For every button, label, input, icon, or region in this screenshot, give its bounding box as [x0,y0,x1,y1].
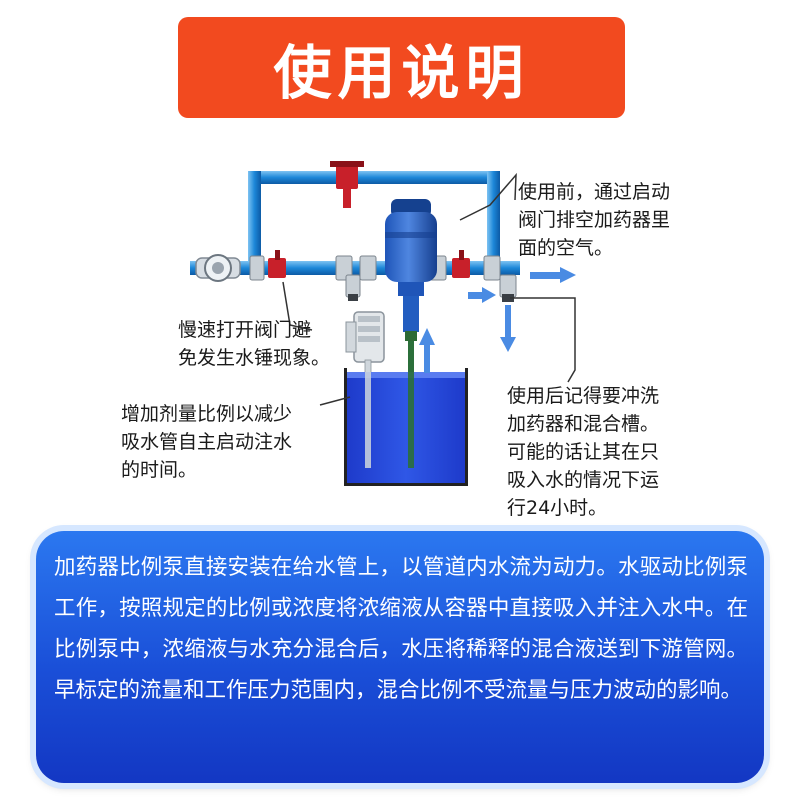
dosing-pump-diagram [190,161,576,486]
callout-lines [282,172,576,406]
callout-after-use: 使用后记得要冲洗 加药器和混合槽。 可能的话让其在只 吸入水的情况下运 行24小… [507,385,660,519]
callout-slow-open: 慢速打开阀门避 免发生水锤现象。 [178,319,331,369]
page-title: 使用说明 [273,38,530,107]
description-panel: 加药器比例泵直接安装在给水管上，以管道内水流为动力。水驱动比例泵工作，按照规定的… [36,531,764,783]
mixing-tank [344,368,468,486]
callout-before-use: 使用前，通过启动 阀门排空加药器里 面的空气。 [518,181,671,259]
water-meter-icon [195,254,241,282]
bypass-pipe [248,171,500,268]
description-text: 加药器比例泵直接安装在给水管上，以管道内水流为动力。水驱动比例泵工作，按照规定的… [54,555,748,703]
dosing-pump-icon [385,199,437,341]
flow-arrow-icon [419,267,576,373]
valve-icon [330,161,364,208]
valve-icon [268,250,286,278]
title-banner: 使用说明 [178,17,625,118]
valve-icon [452,250,470,278]
callout-increase-ratio: 增加剂量比例以减少 吸水管自主启动注水 的时间。 [121,403,293,481]
